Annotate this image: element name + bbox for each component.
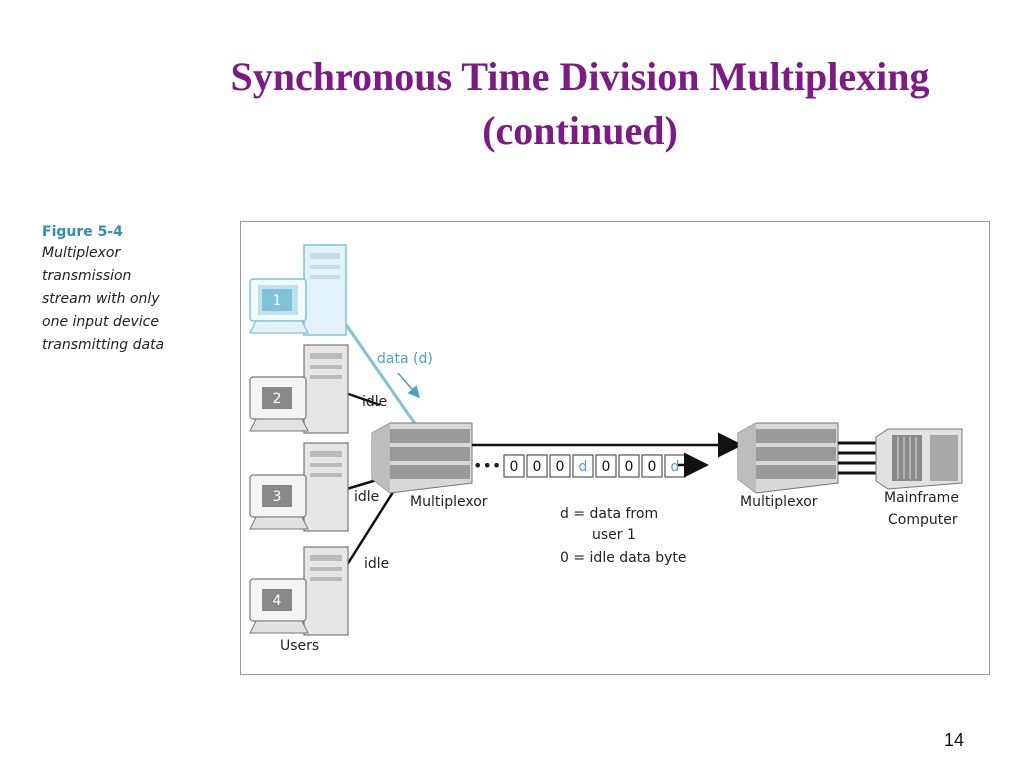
stream-cell: 0 [641, 454, 663, 478]
stream-cell-value: d [671, 459, 680, 475]
caption-line-3: stream with only [42, 291, 160, 307]
mainframe-label-2: Computer [888, 512, 958, 528]
caption-line-1: Multiplexor [42, 245, 121, 261]
figure-frame [240, 221, 990, 675]
idle-label-1: idle [362, 394, 387, 410]
user-4-number: 4 [273, 593, 282, 609]
title-line-1: Synchronous Time Division Multiplexing [230, 54, 930, 99]
legend-line-3: 0 = idle data byte [560, 550, 687, 566]
user-4: 4 [249, 546, 349, 636]
users-label: Users [280, 638, 319, 654]
stream-ellipsis: ••• [473, 456, 501, 475]
line-user-4 [338, 488, 397, 577]
mainframe-computer [875, 428, 963, 490]
legend-line-1: d = data from [560, 506, 658, 522]
mainframe-label-1: Mainframe [884, 490, 959, 506]
stream-cell-value: 0 [533, 459, 542, 475]
figure-number: Figure 5-4 [42, 224, 123, 240]
figure-caption: Figure 5-4 Multiplexor transmission stre… [42, 222, 232, 357]
multiplexor-right [737, 422, 839, 494]
idle-label-3: idle [364, 556, 389, 572]
stream-cell: 0 [595, 454, 617, 478]
stream-cell-value: 0 [510, 459, 519, 475]
stream-cell-value: 0 [648, 459, 657, 475]
stream-cell: 0 [526, 454, 548, 478]
caption-line-2: transmission [42, 268, 132, 284]
title-line-2: (continued) [482, 108, 678, 153]
stream-cell: d [572, 454, 594, 478]
multiplexor-left [371, 422, 473, 494]
caption-line-5: transmitting data [42, 337, 165, 353]
page-number: 14 [943, 730, 964, 750]
user-2: 2 [249, 344, 349, 434]
multiplexor-right-label: Multiplexor [740, 494, 818, 510]
legend-line-2: user 1 [592, 527, 636, 543]
slide-title: Synchronous Time Division Multiplexing (… [150, 50, 1010, 158]
stream-cell-value: 0 [602, 459, 611, 475]
user-1-number: 1 [273, 293, 282, 309]
idle-label-2: idle [354, 489, 379, 505]
multiplexor-left-label: Multiplexor [410, 494, 488, 510]
stream-cell-value: 0 [556, 459, 565, 475]
user-2-number: 2 [273, 391, 282, 407]
line-user-1 [336, 312, 422, 432]
user-3: 3 [249, 442, 349, 532]
stream-cell: 0 [503, 454, 525, 478]
stream-cell-value: 0 [625, 459, 634, 475]
stream-cell: 0 [618, 454, 640, 478]
caption-line-4: one input device [42, 314, 159, 330]
data-arrow [397, 372, 420, 399]
stream-cell-value: d [579, 459, 588, 475]
stream-cell: 0 [549, 454, 571, 478]
stream-cell: d [664, 454, 686, 478]
user-1: 1 [249, 244, 347, 336]
user-3-number: 3 [273, 489, 282, 505]
data-label: data (d) [377, 351, 433, 367]
tdm-diagram: data (d) idle idle idle 1 2 3 [249, 244, 963, 654]
